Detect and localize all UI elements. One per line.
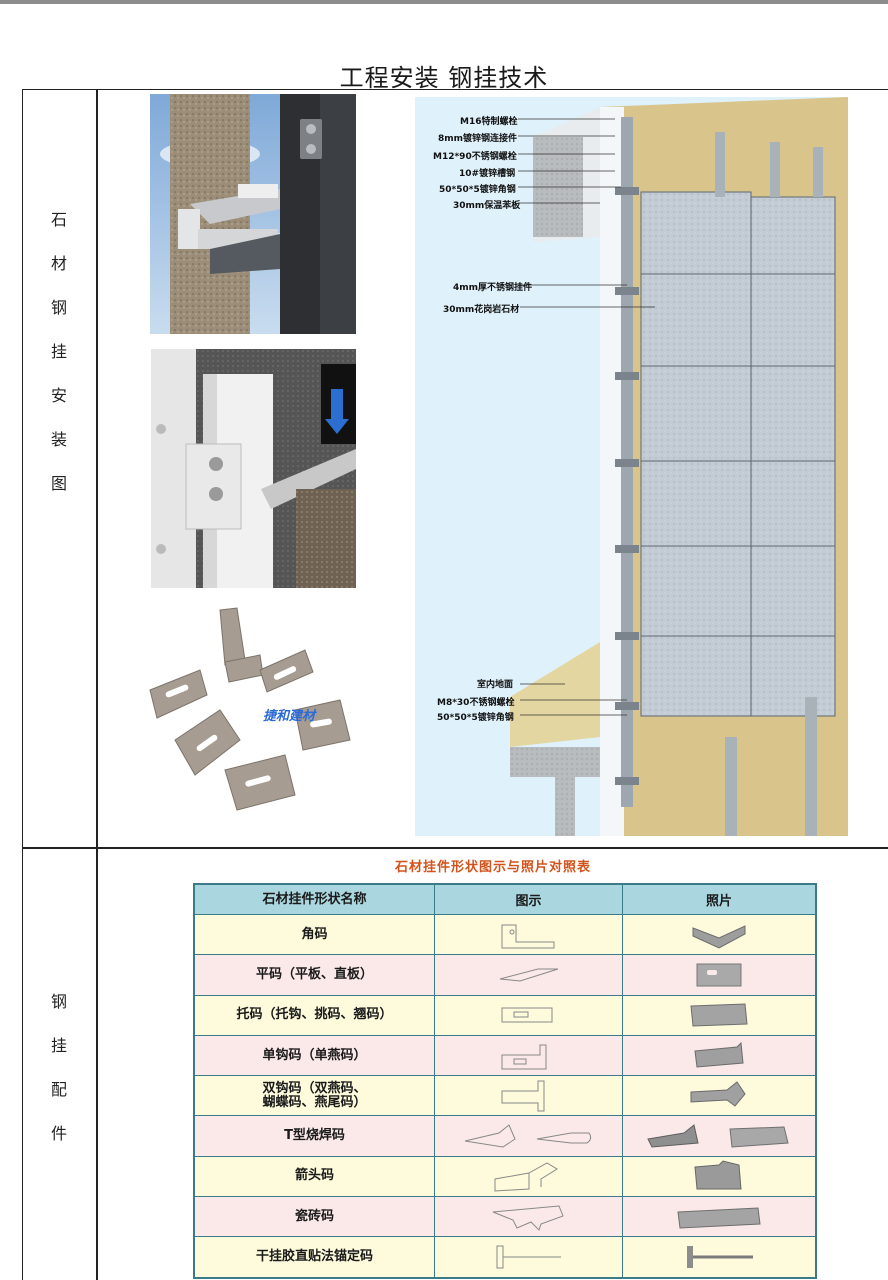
side-label-char: 钢 — [50, 992, 67, 1011]
part-name: 角码 — [195, 915, 435, 955]
part-photo — [623, 955, 815, 994]
callout-label: 室内地面 — [477, 680, 514, 690]
table-row: 双钩码（双燕码、 蝴蝶码、燕尾码） — [195, 1075, 815, 1116]
top-border-bar — [0, 0, 888, 4]
part-name: 双钩码（双燕码、 蝴蝶码、燕尾码） — [195, 1076, 435, 1116]
table-row: 角码 — [195, 914, 815, 955]
callout-label: M8*30不锈钢螺栓 — [437, 698, 515, 708]
page-title: 工程安装 钢挂技术 — [339, 64, 549, 92]
steel-post-bracket-photo — [151, 349, 356, 588]
table-row: 瓷砖码 — [195, 1196, 815, 1237]
part-photo — [623, 915, 815, 954]
side-label-char: 配 — [50, 1080, 67, 1099]
callout-label: 30mm保温苯板 — [453, 201, 521, 211]
part-diagram — [435, 955, 623, 995]
callout-label: M16特制螺栓 — [460, 117, 518, 127]
callout-label: 10#镀锌槽钢 — [459, 169, 516, 179]
part-name: 托码（托钩、挑码、翘码） — [195, 995, 435, 1035]
callout-label: M12*90不锈钢螺栓 — [433, 152, 517, 162]
part-photo — [623, 1076, 815, 1115]
part-diagram — [435, 1035, 623, 1076]
bracket-parts-photo: 捷和建材 — [145, 600, 360, 830]
part-photo — [623, 996, 815, 1035]
side-label-char: 安 — [50, 386, 67, 405]
table-row: 托码（托钩、挑码、翘码） — [195, 994, 815, 1035]
side-label-char: 挂 — [50, 342, 67, 361]
part-diagram — [435, 1116, 623, 1156]
part-diagram — [435, 1156, 623, 1197]
part-name: 瓷砖码 — [195, 1197, 435, 1237]
part-name: 平码（平板、直板） — [195, 955, 435, 995]
row-divider — [22, 847, 888, 849]
part-name: T型烧焊码 — [195, 1116, 435, 1156]
part-diagram — [435, 1197, 623, 1237]
parts-table-title: 石材挂件形状图示与照片对照表 — [394, 860, 591, 875]
bracket-closeup-photo — [150, 94, 356, 334]
side-label-char: 材 — [50, 254, 67, 273]
side-label-char: 石 — [50, 210, 67, 229]
part-photo — [623, 1116, 815, 1155]
callout-label: 4mm厚不锈钢挂件 — [453, 283, 533, 293]
table-row: 平码（平板、直板） — [195, 954, 815, 995]
column-divider — [96, 89, 98, 1280]
part-photo — [623, 1036, 815, 1075]
side-label-char: 装 — [50, 430, 67, 449]
side-label-char: 件 — [50, 1124, 67, 1143]
part-diagram — [435, 1237, 623, 1277]
side-label-parts: 钢挂配件 — [22, 980, 96, 1156]
table-row: 干挂胶直贴法锚定码 — [195, 1236, 815, 1277]
part-diagram — [435, 1076, 623, 1116]
document-table-frame — [22, 89, 888, 1280]
part-photo — [623, 1197, 815, 1236]
header-photo: 照片 — [705, 894, 732, 909]
callout-label: 30mm花岗岩石材 — [443, 305, 520, 315]
side-label-char: 钢 — [50, 298, 67, 317]
table-row: 单钩码（单燕码） — [195, 1034, 815, 1076]
header-name: 石材挂件形状名称 — [195, 885, 435, 914]
table-row: T型烧焊码 — [195, 1115, 815, 1156]
callout-label: 8mm镀锌钢连接件 — [438, 134, 518, 144]
part-diagram — [435, 995, 623, 1035]
part-photo — [623, 1237, 815, 1276]
part-name: 箭头码 — [195, 1156, 435, 1197]
header-diagram: 图示 — [435, 885, 623, 914]
parts-comparison-table: 石材挂件形状名称 图示 照片 角码 平码（平板、直板） 托码（托钩、挑码、翘码）… — [193, 883, 817, 1279]
side-label-char: 挂 — [50, 1036, 67, 1055]
part-name-line2: 蝴蝶码、燕尾码） — [262, 1094, 367, 1110]
part-name-line1: 双钩码（双燕码、 — [262, 1080, 367, 1096]
table-header-row: 石材挂件形状名称 图示 照片 — [195, 885, 815, 914]
part-name: 单钩码（单燕码） — [195, 1035, 435, 1076]
callout-label: 50*50*5镀锌角钢 — [437, 713, 514, 723]
callout-label: 50*50*5镀锌角钢 — [439, 185, 516, 195]
part-photo — [623, 1157, 815, 1196]
table-row: 箭头码 — [195, 1155, 815, 1197]
wall-cladding-diagram — [415, 97, 848, 836]
watermark-text: 捷和建材 — [263, 708, 317, 724]
part-diagram — [435, 915, 623, 955]
side-label-char: 图 — [50, 474, 67, 493]
part-name: 干挂胶直贴法锚定码 — [195, 1237, 435, 1277]
side-label-install: 石材钢挂安装图 — [22, 198, 96, 506]
